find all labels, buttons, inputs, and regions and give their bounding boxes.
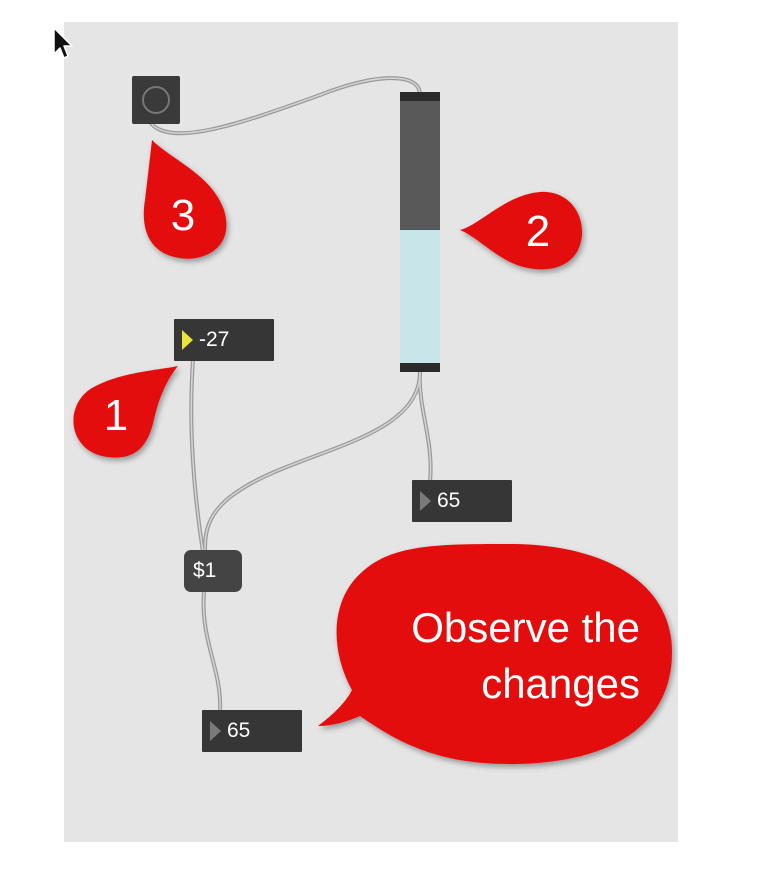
callout-1-shape: [73, 366, 178, 458]
circle-ring-icon: [142, 86, 170, 114]
number-box-bottom[interactable]: 65: [202, 710, 302, 752]
callout-3-shape: [143, 140, 227, 259]
number-box-right-value: 65: [437, 489, 461, 512]
slider-fill: [400, 229, 440, 363]
slider-knob[interactable]: [400, 229, 440, 230]
callout-3-label: 3: [170, 191, 196, 240]
number-box-bottom-value: 65: [227, 719, 251, 742]
callout-2-label: 2: [525, 207, 551, 256]
bang-button[interactable]: [132, 76, 180, 124]
message-box-text: $1: [193, 559, 217, 582]
callout-1-label: 1: [103, 391, 129, 440]
number-box-right[interactable]: 65: [412, 480, 512, 522]
arrow-pointer-icon: [53, 27, 73, 59]
speech-line-2: changes: [481, 660, 640, 707]
speech-line-1: Observe the: [411, 604, 640, 651]
slider-cap-bottom: [400, 363, 440, 372]
vertical-slider[interactable]: [400, 92, 440, 372]
number-box-top[interactable]: -27: [174, 319, 274, 361]
message-box[interactable]: $1: [184, 550, 242, 592]
play-triangle-icon: [420, 491, 431, 511]
play-triangle-icon: [182, 330, 193, 350]
callout-2-shape: [460, 191, 583, 270]
play-triangle-icon: [210, 721, 221, 741]
speech-bubble-text: Observe the changes: [360, 600, 640, 712]
speech-bubble-shape: [318, 544, 672, 764]
number-box-top-value: -27: [199, 328, 230, 351]
slider-cap-top: [400, 92, 440, 101]
